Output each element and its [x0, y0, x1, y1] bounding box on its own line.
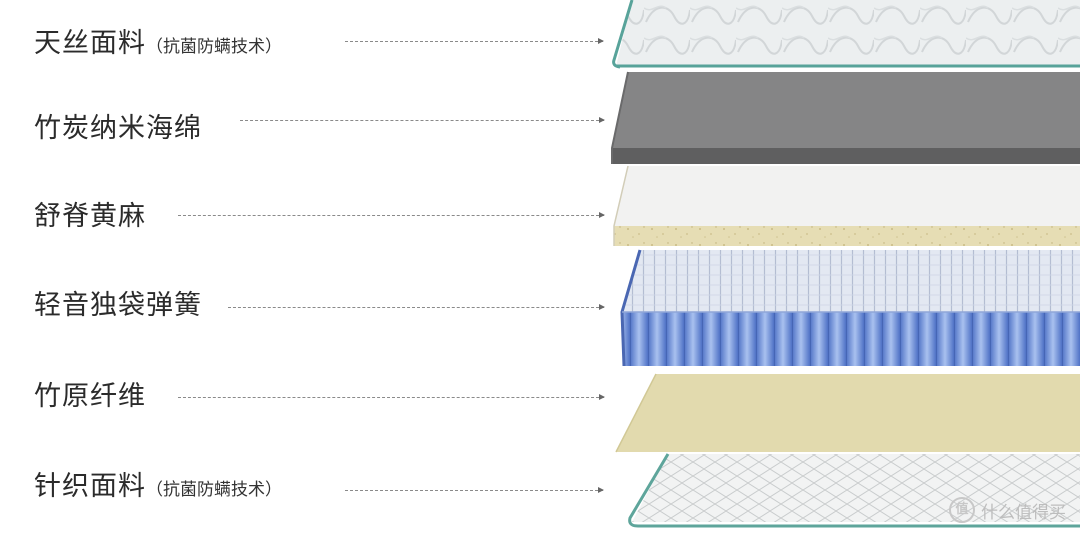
label-jute: 舒脊黄麻 [34, 200, 146, 234]
leader-line-knit [345, 490, 603, 491]
watermark-text: 什么值得买 [981, 498, 1066, 523]
watermark-badge-icon: 值 [949, 497, 975, 523]
label-note: （抗菌防螨技术） [146, 37, 282, 57]
label-pocket-springs: 轻音独袋弹簧 [34, 289, 202, 323]
layer-pocket-springs [622, 250, 1080, 366]
label-bamboo-charcoal-foam: 竹炭纳米海绵 [34, 112, 202, 146]
layer-bamboo-fiber [616, 374, 1080, 452]
layer-jute [614, 166, 1080, 246]
leader-line-jute [178, 215, 604, 216]
label-knit-fabric: 针织面料（抗菌防螨技术） [34, 470, 282, 507]
label-text: 天丝面料 [34, 28, 146, 59]
label-text: 竹炭纳米海绵 [34, 113, 202, 144]
label-text: 竹原纤维 [34, 381, 146, 412]
leader-line-foam [240, 120, 604, 121]
label-tencel-fabric: 天丝面料（抗菌防螨技术） [34, 27, 282, 64]
layer-bamboo-charcoal-foam [612, 72, 1080, 164]
label-text: 针织面料 [34, 471, 146, 502]
leader-line-tencel [345, 41, 603, 42]
layer-tencel-fabric [614, 0, 1080, 67]
leader-line-springs [228, 307, 604, 308]
site-watermark: 值 什么值得买 [949, 497, 1066, 523]
leader-line-fiber [178, 397, 604, 398]
label-text: 舒脊黄麻 [34, 201, 146, 232]
label-note: （抗菌防螨技术） [146, 480, 282, 500]
label-bamboo-fiber: 竹原纤维 [34, 380, 146, 414]
label-text: 轻音独袋弹簧 [34, 290, 202, 321]
